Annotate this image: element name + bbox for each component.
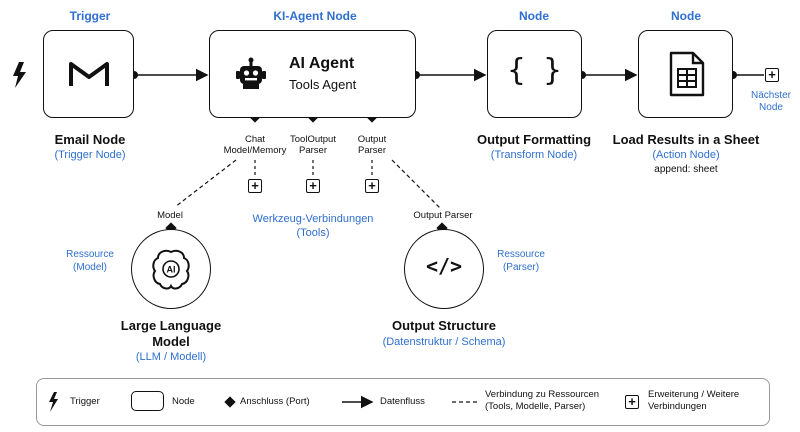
sheet-node-subtitle: (Action Node) xyxy=(652,149,720,161)
parser-subtitle: (Datenstruktur / Schema) xyxy=(382,336,506,348)
header-agent: KI-Agent Node xyxy=(273,9,357,23)
sheet-node-detail: append: sheet xyxy=(654,164,718,175)
sheet-node-title: Load Results in a Sheet xyxy=(612,132,760,147)
output-formatting-node[interactable]: { } xyxy=(487,30,582,118)
parser-resource-label: Ressource(Parser) xyxy=(497,249,545,273)
agent-subtitle: Tools Agent xyxy=(289,77,357,92)
svg-text:AI: AI xyxy=(167,265,176,275)
email-node-title: Email Node xyxy=(54,132,126,147)
legend-resource-label: Verbindung zu Ressourcen(Tools, Modelle,… xyxy=(485,389,600,412)
sheet-node[interactable] xyxy=(638,30,733,118)
link-parser xyxy=(391,159,441,209)
legend xyxy=(36,378,770,426)
tools-label: Werkzeug-Verbindungen(Tools) xyxy=(252,213,374,239)
link-llm xyxy=(174,159,237,208)
email-node-subtitle: (Trigger Node) xyxy=(54,149,126,161)
agent-title: AI Agent xyxy=(289,55,355,72)
gmail-icon xyxy=(69,62,109,86)
add-next-node-button[interactable]: + xyxy=(765,68,779,82)
ai-agent-node[interactable]: AI Agent Tools Agent xyxy=(209,30,416,118)
header-trigger: Trigger xyxy=(69,9,111,23)
header-node-1: Node xyxy=(519,9,549,23)
legend-plus-icon: + xyxy=(625,395,639,409)
add-output-parser-button[interactable]: + xyxy=(365,179,379,193)
robot-icon xyxy=(236,57,266,89)
sheet-icon xyxy=(669,51,705,97)
lightning-icon xyxy=(13,62,26,88)
parser-port-label: Output Parser xyxy=(413,210,473,221)
legend-dataflow-label: Datenfluss xyxy=(380,396,425,407)
llm-node[interactable]: AI xyxy=(131,229,211,309)
legend-node-symbol xyxy=(131,391,164,411)
add-chat-model-button[interactable]: + xyxy=(248,179,262,193)
braces-icon: { } xyxy=(507,53,562,88)
legend-trigger-symbol xyxy=(49,392,58,412)
legend-trigger-label: Trigger xyxy=(70,396,100,407)
brain-ai-icon: AI xyxy=(152,249,190,290)
legend-port-label: Anschluss (Port) xyxy=(240,396,310,407)
email-node[interactable] xyxy=(43,30,134,118)
legend-node-label: Node xyxy=(172,396,195,407)
parser-title: Output Structure xyxy=(392,318,496,333)
code-icon: </> xyxy=(425,254,463,278)
format-node-title: Output Formatting xyxy=(476,132,592,147)
format-node-subtitle: (Transform Node) xyxy=(490,149,578,161)
llm-port-label: Model xyxy=(157,210,183,221)
output-structure-node[interactable]: </> xyxy=(404,229,484,309)
llm-subtitle: (LLM / Modell) xyxy=(135,351,207,363)
header-node-2: Node xyxy=(671,9,701,23)
llm-resource-label: Ressource(Model) xyxy=(66,249,114,273)
add-tool-button[interactable]: + xyxy=(306,179,320,193)
